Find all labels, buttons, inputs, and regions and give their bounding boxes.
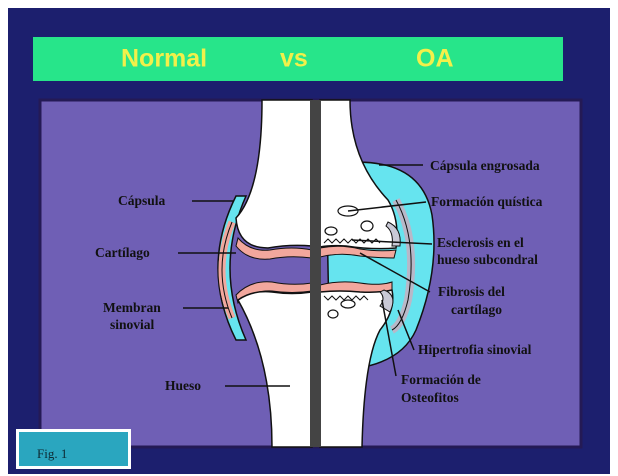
label-membrana-line2: sinovial bbox=[110, 316, 154, 333]
label-capsula: Cápsula bbox=[118, 192, 165, 209]
label-capsula-engrosada: Cápsula engrosada bbox=[430, 157, 540, 174]
label-fibrosis-line1: Fibrosis del bbox=[438, 283, 505, 300]
cyst-2 bbox=[361, 221, 373, 231]
central-divider bbox=[310, 100, 321, 447]
label-osteofitos-line1: Formación de bbox=[401, 371, 481, 388]
cyst-4 bbox=[341, 300, 355, 308]
label-esclerosis-line2: hueso subcondral bbox=[437, 251, 538, 268]
label-cartilago: Cartílago bbox=[95, 244, 150, 261]
label-hipertrofia: Hipertrofia sinovial bbox=[418, 341, 531, 358]
label-formacion-quistica: Formación quística bbox=[431, 193, 542, 210]
cyst-5 bbox=[328, 310, 338, 318]
figure-caption: Fig. 1 bbox=[16, 429, 131, 469]
label-hueso: Hueso bbox=[165, 377, 201, 394]
label-osteofitos-line2: Osteofitos bbox=[401, 389, 459, 406]
label-fibrosis-line2: cartílago bbox=[451, 301, 502, 318]
label-esclerosis-line1: Esclerosis en el bbox=[437, 234, 524, 251]
cyst-3 bbox=[325, 227, 337, 235]
label-membrana-line1: Membran bbox=[103, 299, 161, 316]
